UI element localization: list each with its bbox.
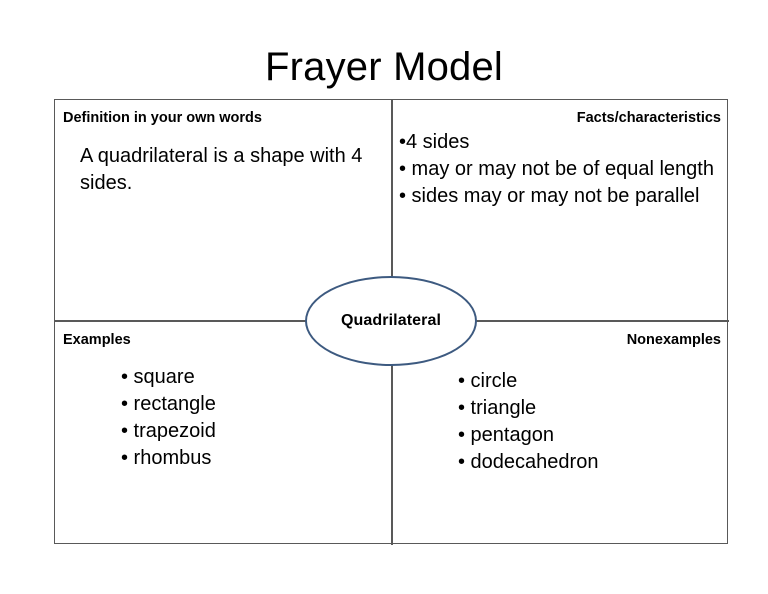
center-term-ellipse: Quadrilateral	[305, 276, 477, 366]
list-item: • circle	[458, 370, 518, 392]
nonexamples-header: Nonexamples	[626, 332, 721, 348]
list-item: •4 sides	[399, 131, 470, 153]
list-item: • trapezoid	[121, 420, 216, 442]
examples-list: • square • rectangle • trapezoid • rhomb…	[121, 364, 381, 472]
quadrant-facts: Facts/characteristics •4 sides • may or …	[392, 100, 729, 320]
list-item: • may or may not be of equal length	[399, 158, 714, 180]
facts-list: •4 sides • may or may not be of equal le…	[399, 129, 719, 210]
quadrant-nonexamples: Nonexamples • circle • triangle • pentag…	[392, 321, 729, 545]
frayer-model-diagram: Definition in your own words A quadrilat…	[54, 99, 729, 545]
list-item: • pentagon	[458, 424, 554, 446]
definition-header: Definition in your own words	[63, 110, 262, 126]
facts-header: Facts/characteristics	[576, 110, 721, 126]
center-term-label: Quadrilateral	[340, 312, 441, 329]
page-title: Frayer Model	[264, 45, 504, 89]
list-item: • triangle	[458, 397, 537, 419]
examples-header: Examples	[63, 332, 131, 348]
list-item: • sides may or may not be parallel	[399, 185, 700, 207]
nonexamples-list: • circle • triangle • pentagon • dodecah…	[458, 368, 728, 476]
list-item: • square	[121, 366, 195, 388]
quadrant-definition: Definition in your own words A quadrilat…	[55, 100, 391, 320]
quadrant-examples: Examples • square • rectangle • trapezoi…	[55, 321, 391, 545]
list-item: • dodecahedron	[458, 451, 599, 473]
list-item: • rectangle	[121, 393, 216, 415]
definition-text: A quadrilateral is a shape with 4 sides.	[80, 145, 363, 194]
list-item: • rhombus	[121, 447, 212, 469]
